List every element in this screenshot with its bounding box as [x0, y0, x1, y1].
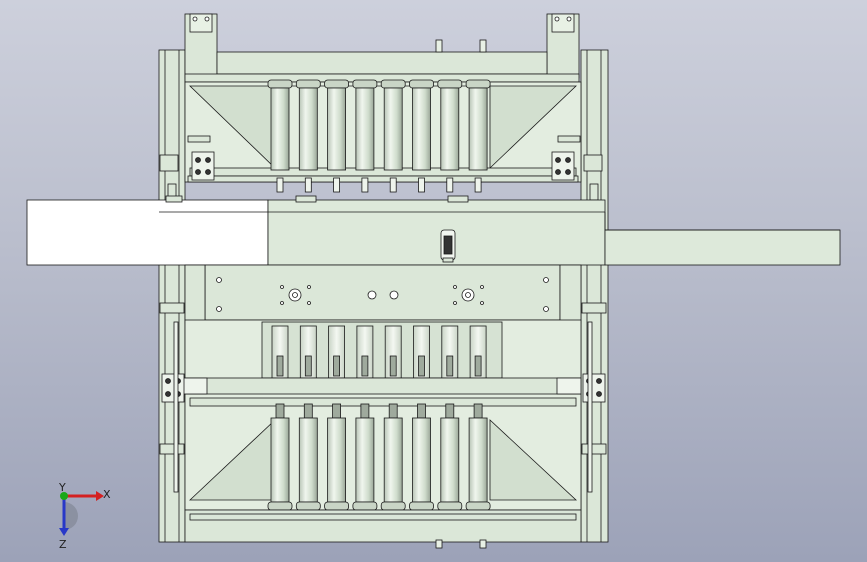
upper-fittings: [276, 177, 482, 193]
lower-roller-neck: [332, 403, 342, 419]
x-axis-label: X: [103, 488, 111, 501]
lower-roller: [298, 417, 318, 503]
lower-short-roller-rod: [361, 355, 369, 377]
lower-roller: [468, 417, 488, 503]
right-extension-plate: [604, 229, 841, 266]
lower-short-roller-rod: [418, 355, 425, 377]
upper-roller: [327, 87, 347, 171]
upper-fitting: [418, 177, 425, 193]
mounting-holes: [216, 277, 549, 312]
upper-roller-cap: [380, 79, 406, 89]
center-cylinder: [440, 229, 456, 263]
lower-roller: [412, 417, 431, 503]
lower-left-bearing: [161, 373, 185, 403]
upper-roller-cap: [267, 79, 293, 89]
upper-fitting: [474, 177, 482, 193]
lower-right-bearing: [582, 373, 606, 403]
lower-roller-cap: [267, 501, 293, 511]
lower-roller-cap: [409, 501, 434, 511]
upper-fitting: [304, 177, 312, 193]
upper-roller-group: [267, 79, 491, 171]
upper-roller: [270, 87, 290, 171]
x-axis-head-icon: [96, 491, 104, 501]
lower-short-roller-rod: [333, 355, 341, 377]
lower-roller-cap: [380, 501, 406, 511]
z-axis-label: Z: [59, 538, 67, 551]
upper-roller: [468, 87, 488, 171]
left-extension-plate: [26, 199, 269, 266]
lower-roller-group: [267, 403, 491, 511]
upper-fitting: [276, 177, 284, 193]
upper-roller: [412, 87, 431, 171]
lower-crossbar: [184, 377, 582, 395]
lower-roller-neck: [360, 403, 370, 419]
upper-roller-cap: [324, 79, 350, 89]
lower-roller-cap: [324, 501, 350, 511]
lower-roller-neck: [275, 403, 285, 419]
lower-right-gusset: [489, 419, 578, 501]
frame-right-column: [580, 49, 609, 543]
upper-roller-cap: [295, 79, 321, 89]
lower-roller-cap: [465, 501, 491, 511]
upper-right-gusset: [489, 85, 577, 169]
frame-left-column: [158, 49, 186, 543]
mounting-plate: [204, 264, 561, 321]
upper-roller: [298, 87, 318, 171]
upper-fitting: [361, 177, 369, 193]
upper-roller-cap: [409, 79, 434, 89]
lower-roller-neck: [417, 403, 426, 419]
upper-roller: [355, 87, 375, 171]
top-crossbar: [216, 51, 548, 75]
upper-roller: [440, 87, 460, 171]
lower-short-roller-rod: [276, 355, 284, 377]
upper-right-bearing: [551, 135, 603, 201]
lower-roller: [440, 417, 460, 503]
lower-roller-cap: [352, 501, 378, 511]
lower-roller-neck: [303, 403, 313, 419]
upper-roller-cap: [437, 79, 463, 89]
lower-short-roller-rod: [446, 355, 454, 377]
top-left-bracket: [184, 13, 218, 79]
y-axis-label: Y: [58, 482, 66, 494]
upper-fitting: [389, 177, 397, 193]
coordinate-triad: X Y Z: [58, 482, 111, 551]
lower-short-roller-rod: [474, 355, 482, 377]
lower-roller-cap: [437, 501, 463, 511]
lower-roller: [383, 417, 403, 503]
main-cross-plate: [267, 199, 606, 266]
upper-roller-cap: [352, 79, 378, 89]
lower-roller: [270, 417, 290, 503]
lower-short-roller-rod: [304, 355, 312, 377]
y-axis-dot-icon: [60, 492, 68, 500]
upper-left-bearing: [159, 135, 215, 201]
lower-short-roller-rod: [389, 355, 397, 377]
lower-roller: [327, 417, 347, 503]
upper-roller-cap: [465, 79, 491, 89]
machine-assembly: [26, 13, 841, 549]
lower-roller-neck: [473, 403, 483, 419]
lower-roller-neck: [445, 403, 455, 419]
z-axis-head-icon: [59, 528, 69, 536]
lower-roller: [355, 417, 375, 503]
upper-fitting: [333, 177, 341, 193]
upper-roller: [383, 87, 403, 171]
top-right-bracket: [546, 13, 580, 79]
lower-roller-neck: [388, 403, 398, 419]
lower-roller-cap: [295, 501, 321, 511]
upper-fitting: [446, 177, 454, 193]
